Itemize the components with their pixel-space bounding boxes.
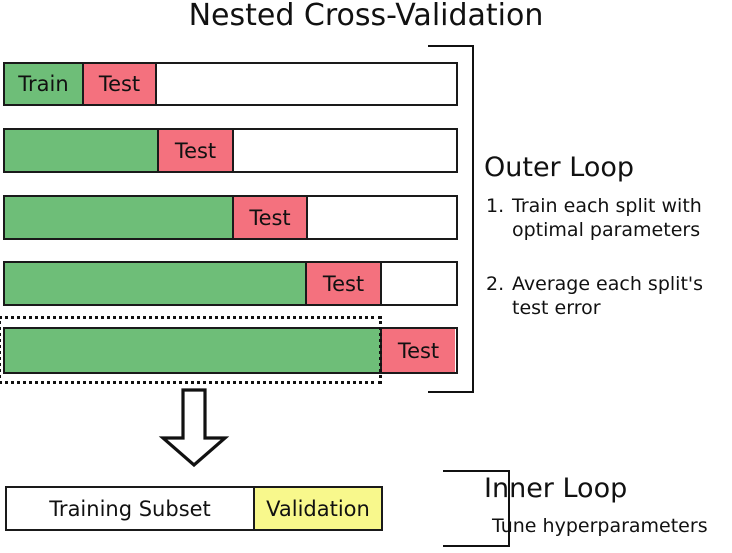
training-subset-segment: Training Subset [7,488,255,529]
expand-down-arrow-icon [158,388,230,468]
outer-loop-step-1: 1. Train each split with optimal paramet… [486,194,730,242]
split-1-test-label: Test [98,72,141,96]
outer-loop-heading: Outer Loop [484,152,634,183]
cv-split-row-5: Test [3,327,458,374]
training-subset-label: Training Subset [49,496,211,521]
cv-split-row-4: Test [3,261,458,306]
split-2-train-segment [5,130,159,171]
validation-label: Validation [266,496,370,521]
split-5-test-label: Test [397,338,440,363]
split-2-test-segment: Test [159,130,234,171]
inner-loop-split-bar: Training Subset Validation [5,486,383,531]
split-3-test-label: Test [249,205,291,230]
split-4-test-segment: Test [307,263,382,304]
split-5-test-segment: Test [382,329,455,372]
outer-loop-step-2: 2. Average each split's test error [486,272,730,320]
split-3-train-segment [5,197,234,238]
outer-loop-step-2-number: 2. [486,273,505,295]
inner-loop-bracket [443,470,510,547]
split-4-train-segment [5,263,307,304]
page-title: Nested Cross-Validation [188,0,544,33]
outer-loop-bracket [428,45,474,393]
cv-split-row-3: Test [3,195,458,240]
validation-segment: Validation [255,488,381,529]
split-5-train-segment [5,329,382,372]
cv-split-row-1: Train Test [3,62,458,106]
inner-loop-note: Tune hyperparameters [492,515,708,537]
split-3-remainder-segment [308,197,456,238]
split-2-remainder-segment [234,130,456,171]
cv-split-row-2: Test [3,128,458,173]
outer-loop-step-2-text: Average each split's test error [512,273,704,319]
outer-loop-step-1-number: 1. [486,195,505,217]
split-2-test-label: Test [174,138,217,163]
split-1-train-label: Train [18,72,69,96]
split-1-test-segment: Test [84,64,157,104]
inner-loop-heading: Inner Loop [484,473,628,504]
outer-loop-step-1-text: Train each split with optimal parameters [512,195,702,241]
split-1-remainder-segment [157,64,456,104]
split-4-test-label: Test [322,271,365,296]
split-4-remainder-segment [382,263,456,304]
split-3-test-segment: Test [234,197,308,238]
split-1-train-segment: Train [5,64,84,104]
